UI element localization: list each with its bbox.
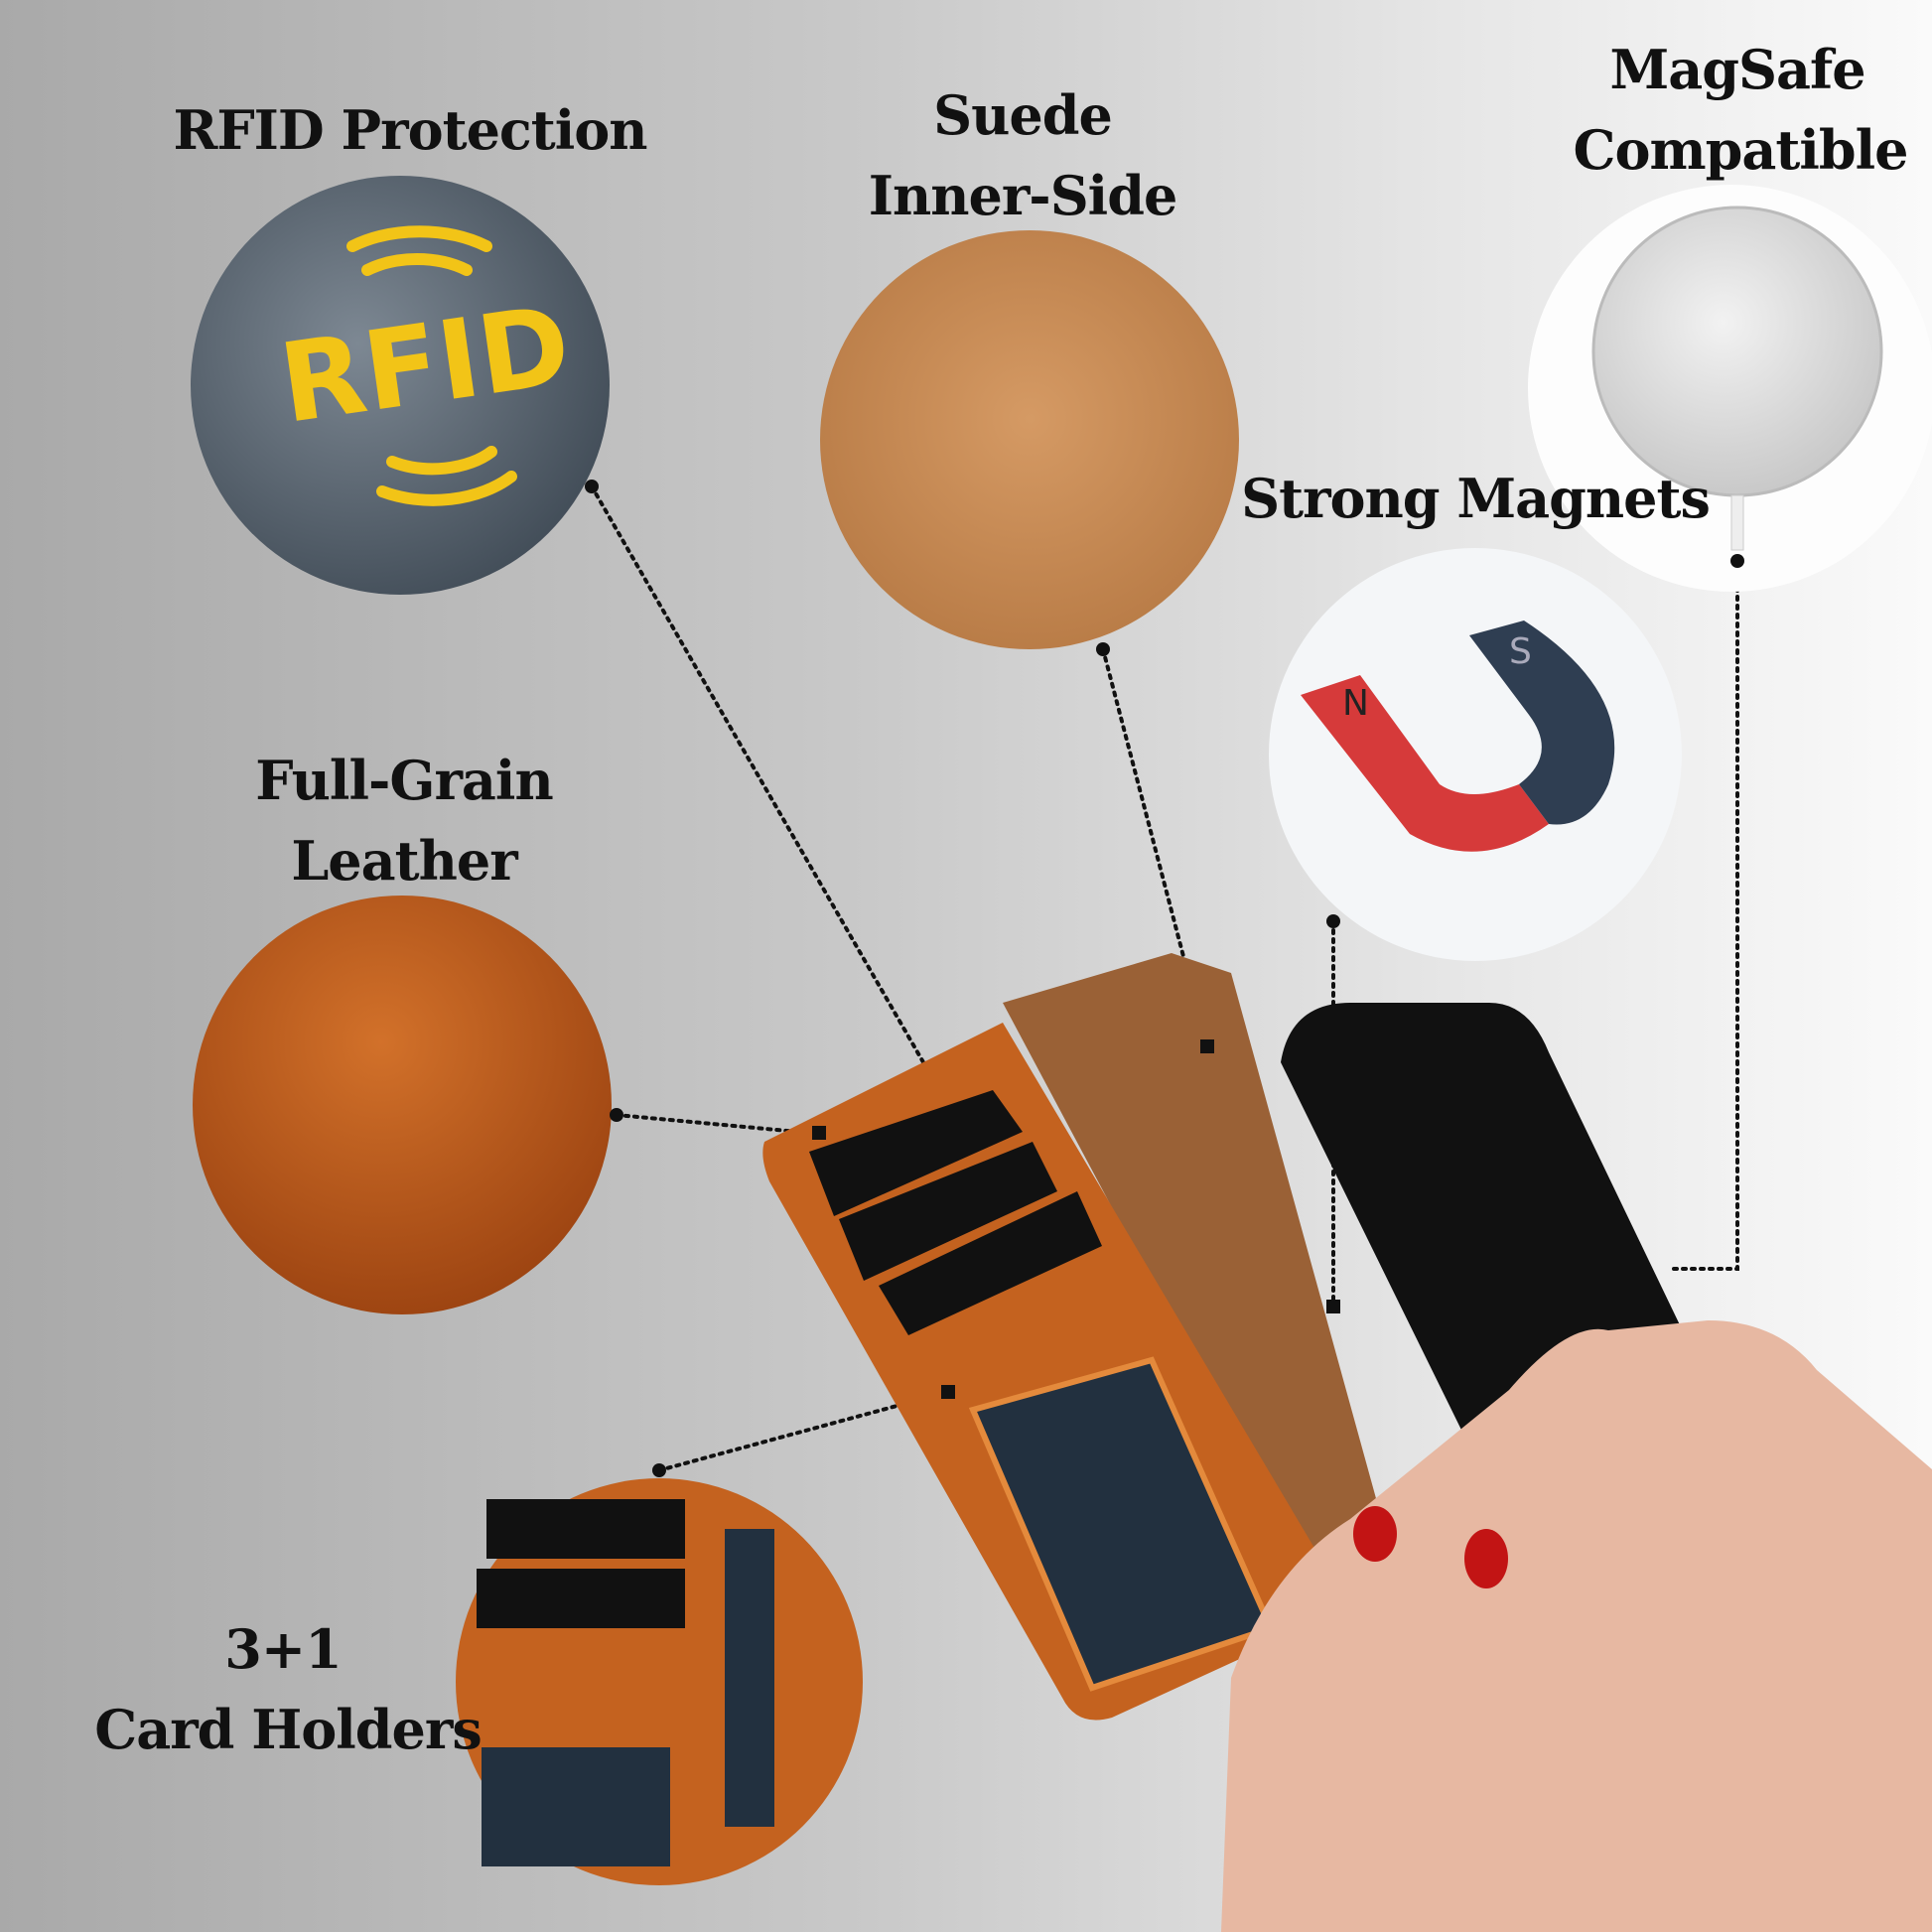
magnet-pole-n: N [1342, 683, 1369, 724]
signal-icon [346, 225, 517, 506]
connector-dots [585, 480, 1744, 1477]
magnet-pole-s: S [1509, 631, 1532, 672]
magsafe-image [1528, 185, 1932, 592]
suede-image [820, 230, 1239, 649]
cards-title-line2: Card Holders [94, 1698, 482, 1761]
cards-title-line1: 3+1 [224, 1617, 341, 1681]
hand [1221, 1320, 1932, 1932]
magnet-image: N S [1269, 548, 1682, 961]
suede-title-line1: Suede [933, 83, 1112, 147]
leather-title-line1: Full-Grain [255, 749, 553, 812]
card-holder-image [456, 1478, 863, 1885]
suede-title-line2: Inner-Side [869, 164, 1177, 227]
leather-image [193, 896, 612, 1314]
wallet-case-image [762, 953, 1932, 1932]
magsafe-title-line1: MagSafe [1609, 38, 1864, 101]
magsafe-title-line2: Compatible [1574, 118, 1908, 182]
leather-title-line2: Leather [291, 829, 518, 893]
rfid-image: RFID [191, 176, 610, 595]
magnets-title: Strong Magnets [1241, 467, 1710, 530]
rfid-title: RFID Protection [173, 98, 647, 162]
